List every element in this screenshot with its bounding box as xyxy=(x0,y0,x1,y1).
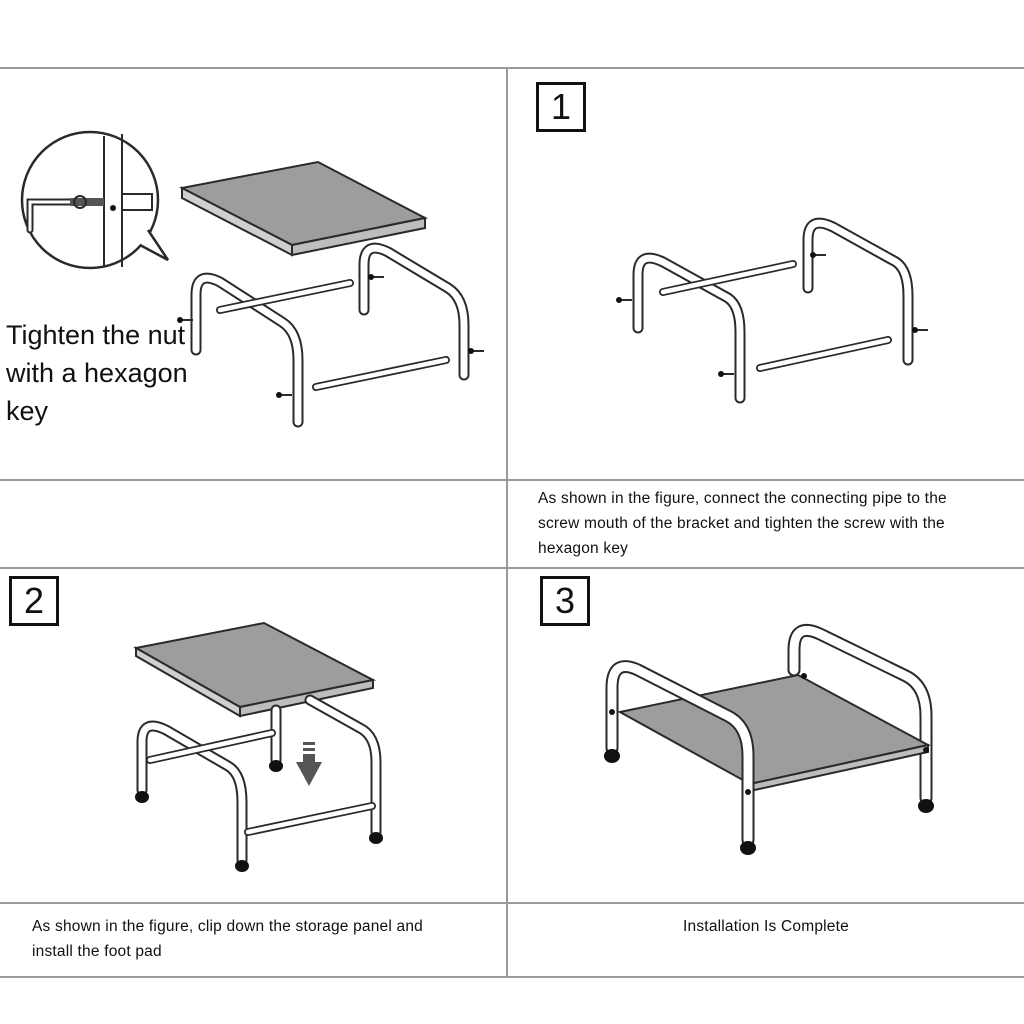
step-3-foot-pads xyxy=(604,749,934,855)
tip-text-line-1: Tighten the nut xyxy=(6,320,186,350)
step-2-number: 2 xyxy=(9,576,59,626)
divider-top xyxy=(0,67,1024,69)
step-2-caption: As shown in the figure, clip down the st… xyxy=(32,914,492,964)
step-3-number: 3 xyxy=(540,576,590,626)
step-3-storage-panel xyxy=(617,673,931,793)
step-2-illustration xyxy=(133,621,383,872)
step-2-foot-pads xyxy=(135,760,383,872)
step-1-caption-line-3: hexagon key xyxy=(538,540,629,557)
storage-panel xyxy=(178,160,428,257)
step-1-right-bracket xyxy=(802,217,914,366)
step-1-illustration xyxy=(615,217,929,404)
screws xyxy=(176,273,485,399)
step-3-front-frame xyxy=(605,660,755,847)
tip-text-line-2: with a hexagon xyxy=(6,358,188,388)
step-1-caption-line-2: screw mouth of the bracket and tighten t… xyxy=(538,515,945,532)
divider-vertical xyxy=(506,67,508,978)
divider-bottom-upper xyxy=(0,902,1024,904)
step-2-caption-line-2: install the foot pad xyxy=(32,943,162,960)
step-1-number: 1 xyxy=(536,82,586,132)
step-1-left-bracket xyxy=(632,252,746,404)
step-2-caption-line-1: As shown in the figure, clip down the st… xyxy=(32,918,423,935)
down-arrow-icon xyxy=(296,742,322,786)
right-bracket xyxy=(358,242,470,381)
connecting-pipes xyxy=(216,279,450,391)
step-3-back-frame xyxy=(787,624,933,805)
tip-text-line-3: key xyxy=(6,396,49,426)
step-3-caption: Installation Is Complete xyxy=(508,914,1024,939)
divider-mid-lower xyxy=(0,567,1024,569)
tip-illustration xyxy=(20,130,485,428)
tip-text: Tighten the nut with a hexagon key xyxy=(6,316,188,430)
step-3-illustration xyxy=(604,624,934,855)
step-1-pipes xyxy=(659,260,892,372)
step-3-caption-line-1: Installation Is Complete xyxy=(683,918,849,935)
step-2-frame xyxy=(136,694,382,866)
divider-bottom xyxy=(0,976,1024,978)
step-1-caption-line-1: As shown in the figure, connect the conn… xyxy=(538,490,947,507)
step-1-caption: As shown in the figure, connect the conn… xyxy=(538,486,1008,561)
step-2-storage-panel xyxy=(133,621,376,718)
divider-mid-upper xyxy=(0,479,1024,481)
magnifier-callout xyxy=(20,130,170,270)
step-3-screws xyxy=(609,673,929,795)
